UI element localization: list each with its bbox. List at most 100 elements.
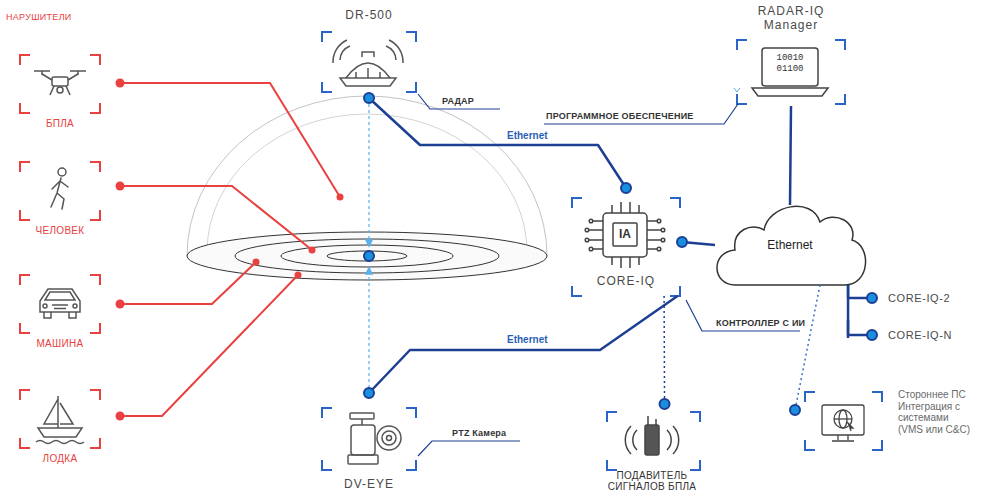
radar-icon bbox=[386, 40, 403, 63]
ai-chip-icon bbox=[585, 202, 665, 268]
leader-line bbox=[418, 94, 500, 109]
radar-icon bbox=[346, 63, 390, 78]
node-label: БПЛА bbox=[46, 118, 74, 130]
detection-dome bbox=[187, 232, 547, 280]
endpoint-dot bbox=[677, 237, 687, 247]
connector-group bbox=[790, 285, 820, 415]
center-dot bbox=[364, 251, 374, 261]
callout-label: РАДАР bbox=[442, 96, 474, 106]
connector-group bbox=[848, 285, 877, 340]
intruder-box: МАШИНА bbox=[16, 272, 104, 354]
endpoint-dot bbox=[867, 330, 877, 340]
endpoint-dot bbox=[790, 405, 800, 415]
intruder-dot bbox=[295, 272, 302, 279]
camera-device: DV-EYE bbox=[320, 393, 418, 491]
radar-icon bbox=[333, 40, 403, 86]
globe-monitor-icon bbox=[822, 405, 864, 435]
corner-bracket bbox=[607, 412, 700, 470]
radar-icon bbox=[340, 78, 396, 86]
jammer-icon bbox=[625, 416, 678, 455]
intruder-dot bbox=[309, 247, 316, 254]
connector-group bbox=[364, 296, 678, 398]
intruder-track bbox=[120, 83, 340, 416]
ai-chip-icon bbox=[657, 247, 661, 251]
globe-monitor-icon bbox=[834, 418, 852, 419]
ai-chip-icon bbox=[585, 228, 589, 232]
callout-label: КОНТРОЛЛЕР С ИИ bbox=[716, 318, 805, 328]
ptz-camera-icon bbox=[382, 431, 396, 445]
intruder-dot bbox=[116, 412, 125, 421]
intruder-dot bbox=[116, 182, 125, 191]
corner-bracket bbox=[322, 408, 416, 470]
car-icon bbox=[43, 304, 47, 308]
screen-text: 10010 bbox=[776, 53, 803, 63]
node-label: CORE-IQ-2 bbox=[888, 290, 950, 306]
detection-dome bbox=[281, 245, 453, 267]
dotted-connector bbox=[663, 296, 665, 404]
sensor-beam bbox=[368, 104, 369, 246]
boat-icon bbox=[44, 396, 73, 428]
ethernet-cloud bbox=[717, 206, 866, 285]
leader-line bbox=[544, 104, 738, 124]
ai-chip-icon bbox=[589, 247, 593, 251]
callout-label: PTZ Камера bbox=[452, 428, 506, 438]
jammer-icon bbox=[667, 426, 679, 454]
boat-icon bbox=[36, 396, 84, 444]
connector-group bbox=[660, 296, 670, 409]
node-label: CORE-IQ bbox=[597, 274, 655, 288]
leader-mark bbox=[734, 88, 740, 92]
node-label: DV-EYE bbox=[344, 477, 394, 491]
ai-chip-icon bbox=[613, 223, 637, 246]
leader-mark bbox=[734, 88, 740, 92]
corner-bracket bbox=[20, 162, 100, 220]
edge-label: Ethernet bbox=[505, 130, 550, 141]
leader-line bbox=[418, 94, 800, 456]
drone-icon bbox=[34, 71, 86, 95]
globe-monitor-icon bbox=[847, 422, 853, 431]
detection-dome bbox=[327, 251, 407, 261]
person-icon bbox=[51, 178, 68, 209]
ai-chip-icon bbox=[661, 238, 665, 242]
ethernet-cloud bbox=[717, 206, 866, 285]
jammer-device: ПОДАВИТЕЛЬ СИГНАЛОВ БПЛА bbox=[595, 404, 709, 492]
connector-group bbox=[364, 93, 631, 193]
ptz-camera-icon bbox=[348, 455, 378, 464]
corner-bracket bbox=[322, 32, 416, 92]
intruder-dot bbox=[116, 79, 125, 88]
intruder-dot bbox=[337, 194, 344, 201]
node-label: Стороннее ПС Интеграция с системами (VMS… bbox=[898, 389, 972, 435]
ptz-camera-icon bbox=[351, 425, 375, 455]
ai-chip-icon bbox=[589, 202, 661, 268]
ai-chip-icon bbox=[603, 213, 647, 257]
controller-node: CORE-IQ-N bbox=[872, 327, 976, 343]
node-label: ЛОДКА bbox=[43, 453, 78, 465]
node-label: МАШИНА bbox=[36, 338, 83, 350]
connector-group bbox=[848, 285, 877, 303]
corner-bracket bbox=[20, 390, 100, 448]
endpoint-dot bbox=[660, 399, 670, 409]
ptz-camera-icon bbox=[361, 419, 363, 425]
globe-monitor-icon bbox=[832, 435, 854, 441]
controller-node: CORE-IQ-2 bbox=[872, 290, 976, 306]
intruder-track bbox=[120, 275, 298, 416]
corner-bracket bbox=[322, 32, 882, 470]
connector-group bbox=[790, 106, 791, 205]
callout-label: ПРОГРАММНОЕ ОБЕСПЕЧЕНИЕ bbox=[546, 111, 694, 121]
radar-icon bbox=[333, 40, 350, 63]
third-party-box: Стороннее ПС Интеграция с системами (VMS… bbox=[795, 385, 980, 435]
person-icon bbox=[58, 168, 66, 176]
corner-bracket bbox=[737, 40, 845, 104]
drone-icon bbox=[57, 87, 63, 93]
intruder-box: ЛОДКА bbox=[16, 387, 104, 469]
node-label: Ethernet bbox=[767, 238, 812, 252]
node-label: DR-500 bbox=[345, 8, 392, 22]
ptz-camera-icon bbox=[350, 413, 374, 419]
detection-dome bbox=[207, 114, 527, 252]
corner-bracket bbox=[20, 55, 100, 113]
radar-icon bbox=[362, 52, 374, 57]
ai-chip-icon bbox=[661, 228, 665, 232]
car-icon bbox=[73, 304, 77, 308]
leader-line bbox=[418, 441, 520, 456]
